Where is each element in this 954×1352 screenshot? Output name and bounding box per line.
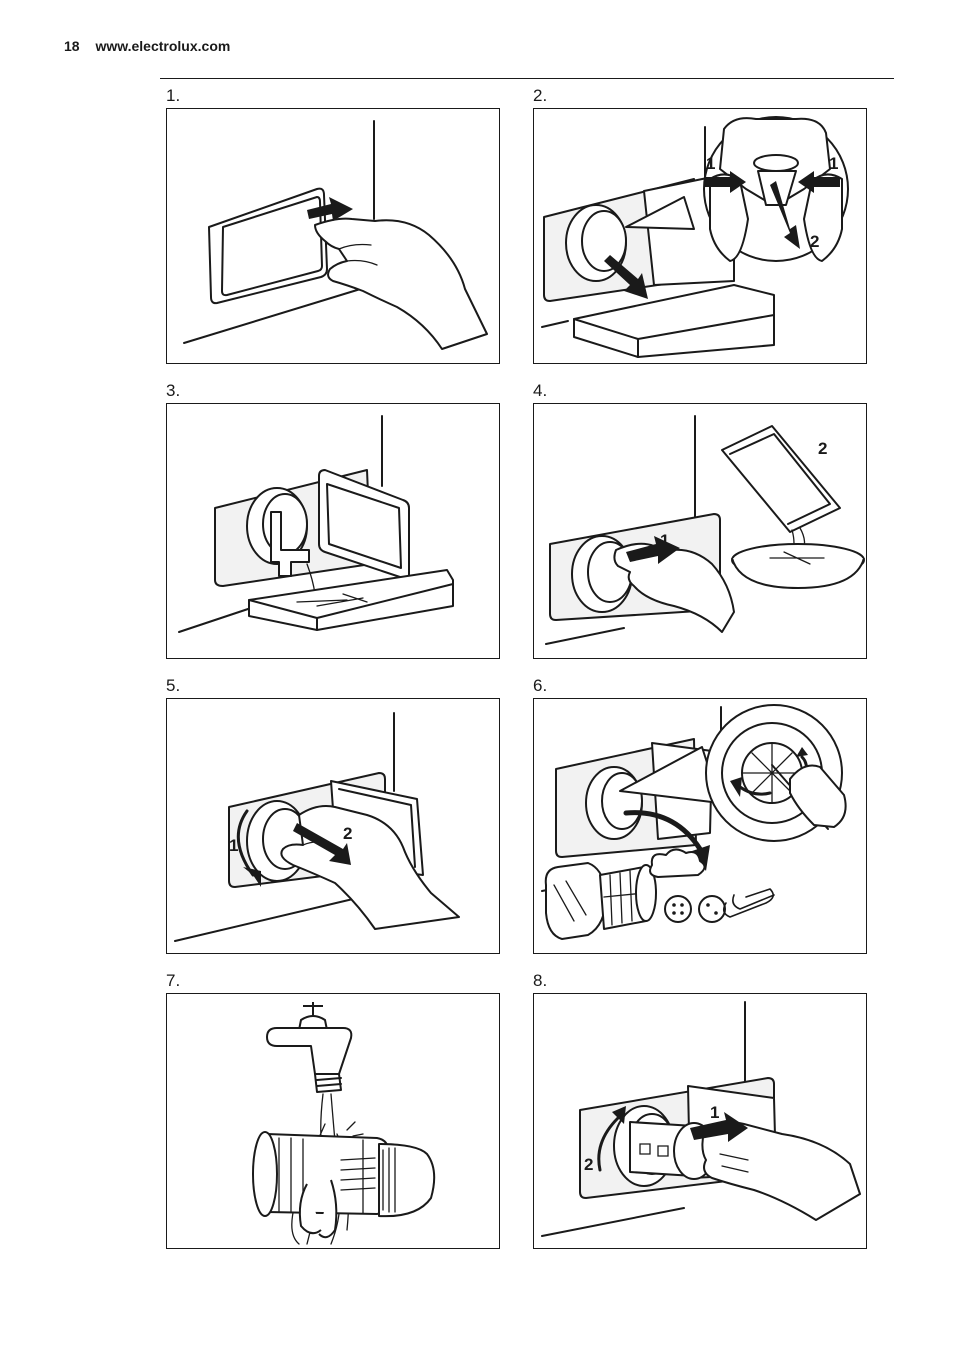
- step-4-label: 4.: [533, 381, 548, 400]
- header-divider: [160, 78, 894, 79]
- step-5-label: 5.: [166, 676, 181, 695]
- step-2-label: 2.: [533, 86, 548, 105]
- step-2-illustration: 1 1 2: [533, 108, 867, 364]
- step-3-illustration: [166, 403, 500, 659]
- step-2-callout-2: 2: [810, 232, 819, 251]
- step-6-label: 6.: [533, 676, 548, 695]
- step-8-callout-2: 2: [584, 1155, 593, 1174]
- step-5-callout-1: 1: [229, 836, 238, 855]
- step-2-callout-1b: 1: [829, 154, 838, 173]
- step-8-illustration: 1 2: [533, 993, 867, 1249]
- step-4-callout-2: 2: [818, 439, 827, 458]
- step-8-callout-1: 1: [710, 1103, 719, 1122]
- page-header: 18 www.electrolux.com: [64, 38, 230, 54]
- step-1-illustration: [166, 108, 500, 364]
- step-4-illustration: 1 2: [533, 403, 867, 659]
- step-7-label: 7.: [166, 971, 181, 990]
- step-5-callout-2: 2: [343, 824, 352, 843]
- step-6-illustration: [533, 698, 867, 954]
- step-2-callout-1a: 1: [706, 154, 715, 173]
- step-8-label: 8.: [533, 971, 548, 990]
- step-1-label: 1.: [166, 86, 181, 105]
- step-3-label: 3.: [166, 381, 181, 400]
- step-5-illustration: 1 2: [166, 698, 500, 954]
- step-7-illustration: [166, 993, 500, 1249]
- website-link[interactable]: www.electrolux.com: [95, 38, 231, 54]
- page-number: 18: [64, 38, 80, 54]
- step-4-callout-1: 1: [660, 531, 669, 550]
